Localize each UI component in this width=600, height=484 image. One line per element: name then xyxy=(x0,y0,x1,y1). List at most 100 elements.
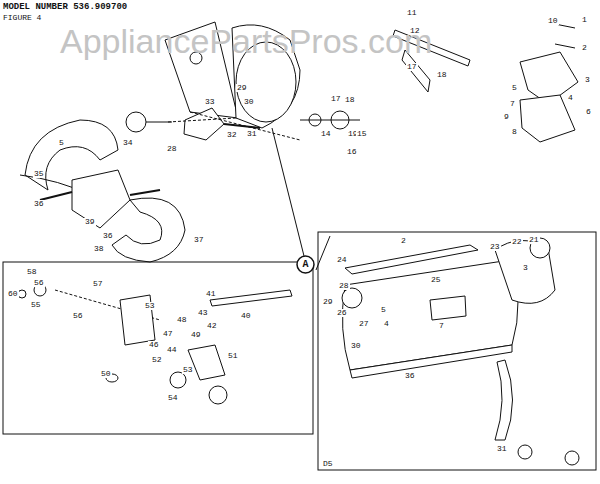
callout-number: 58 xyxy=(26,268,38,276)
callout-number: 24 xyxy=(336,256,348,264)
callout-number: 27 xyxy=(358,320,370,328)
callout-number: 49 xyxy=(190,331,202,339)
callout-number: 48 xyxy=(176,316,188,324)
callout-number: 46 xyxy=(148,341,160,349)
callout-number: 29 xyxy=(236,84,248,92)
impeller xyxy=(184,108,224,140)
nut xyxy=(170,372,186,388)
skid xyxy=(495,360,513,440)
callout-number: 6 xyxy=(585,108,592,116)
callout-number: 51 xyxy=(227,352,239,360)
chute xyxy=(520,95,575,142)
callout-number: 44 xyxy=(166,346,178,354)
callout-number: 14 xyxy=(320,130,332,138)
callout-number: 5 xyxy=(58,139,65,147)
callout-number: 15 xyxy=(356,130,368,138)
shaft xyxy=(130,190,160,195)
callout-number: 38 xyxy=(93,245,105,253)
callout-number: 33 xyxy=(204,98,216,106)
callout-number: 56 xyxy=(33,279,45,287)
callout-number: 31 xyxy=(246,130,258,138)
callout-number: 5 xyxy=(511,84,518,92)
plate xyxy=(120,295,155,345)
callout-number: 47 xyxy=(162,330,174,338)
callout-number: 52 xyxy=(151,356,163,364)
callout-number: 43 xyxy=(197,309,209,317)
callout-number: D5 xyxy=(322,460,334,468)
callout-number: 34 xyxy=(122,139,134,147)
inset-frame xyxy=(3,262,313,434)
callout-number: 41 xyxy=(205,290,217,298)
callout-number: 55 xyxy=(30,301,42,309)
callout-number: 30 xyxy=(350,342,362,350)
callout-number: 7 xyxy=(509,100,516,108)
callout-number: 36 xyxy=(404,372,416,380)
callout-number: 17 xyxy=(406,63,418,71)
callout-number: 40 xyxy=(240,312,252,320)
wheel xyxy=(518,445,532,459)
callout-number: 16 xyxy=(346,148,358,156)
callout-number: 11 xyxy=(406,9,418,17)
callout-number: 39 xyxy=(84,218,96,226)
callout-number: 12 xyxy=(409,27,421,35)
callout-number: 9 xyxy=(503,113,510,121)
callout-number: 4 xyxy=(383,320,390,328)
auger-spiral xyxy=(112,198,185,262)
callout-number: 25 xyxy=(430,276,442,284)
hardware xyxy=(555,24,575,48)
callout-number: 17 xyxy=(330,95,342,103)
callout-number: 31 xyxy=(496,445,508,453)
callout-number: 2 xyxy=(400,237,407,245)
callout-number: 53 xyxy=(182,366,194,374)
opening xyxy=(430,296,466,320)
callout-number: 28 xyxy=(166,145,178,153)
callout-number: 22 xyxy=(511,238,523,246)
callout-number: 29 xyxy=(322,298,334,306)
reference-circle: A xyxy=(296,255,315,274)
callout-number: 53 xyxy=(144,302,156,310)
lever xyxy=(210,290,292,306)
washer xyxy=(18,290,26,298)
shaft xyxy=(40,192,72,200)
callout-number: 36 xyxy=(102,232,114,240)
callout-number: 7 xyxy=(438,322,445,330)
watermark: AppliancePartsPros.com xyxy=(60,24,432,58)
callout-number: 3 xyxy=(522,264,529,272)
callout-number: 42 xyxy=(206,322,218,330)
callout-number: 18 xyxy=(344,96,356,104)
callout-number: 26 xyxy=(336,309,348,317)
callout-number: 1 xyxy=(581,16,588,24)
callout-number: 35 xyxy=(33,170,45,178)
leader xyxy=(272,128,304,256)
shaft xyxy=(300,120,360,121)
callout-number: 54 xyxy=(167,394,179,402)
callout-number: 5 xyxy=(380,306,387,314)
shaft xyxy=(224,124,260,128)
bracket xyxy=(188,345,225,380)
callout-number: 4 xyxy=(567,94,574,102)
callout-number: 50 xyxy=(100,370,112,378)
callout-number: 56 xyxy=(72,312,84,320)
gearbox xyxy=(72,170,130,228)
callout-number: 18 xyxy=(436,71,448,79)
shave-plate xyxy=(350,345,512,378)
bearing xyxy=(209,386,227,404)
callout-number: 10 xyxy=(547,17,559,25)
wheel xyxy=(565,451,579,465)
callout-number: 23 xyxy=(489,243,501,251)
callout-number: 36 xyxy=(33,200,45,208)
callout-number: 30 xyxy=(243,98,255,106)
callout-number: 2 xyxy=(581,44,588,52)
figure-label: FIGURE 4 xyxy=(3,14,41,22)
circle-letter: A xyxy=(296,259,315,270)
bearing xyxy=(342,288,362,308)
callout-number: 57 xyxy=(92,280,104,288)
callout-number: 8 xyxy=(511,128,518,136)
diagram-title: MODEL NUMBER 536.909700 xyxy=(3,3,127,12)
inset-frame xyxy=(318,232,596,470)
leader xyxy=(168,112,300,140)
callout-number: 28 xyxy=(338,282,350,290)
washer xyxy=(126,112,146,132)
callout-number: 3 xyxy=(584,76,591,84)
